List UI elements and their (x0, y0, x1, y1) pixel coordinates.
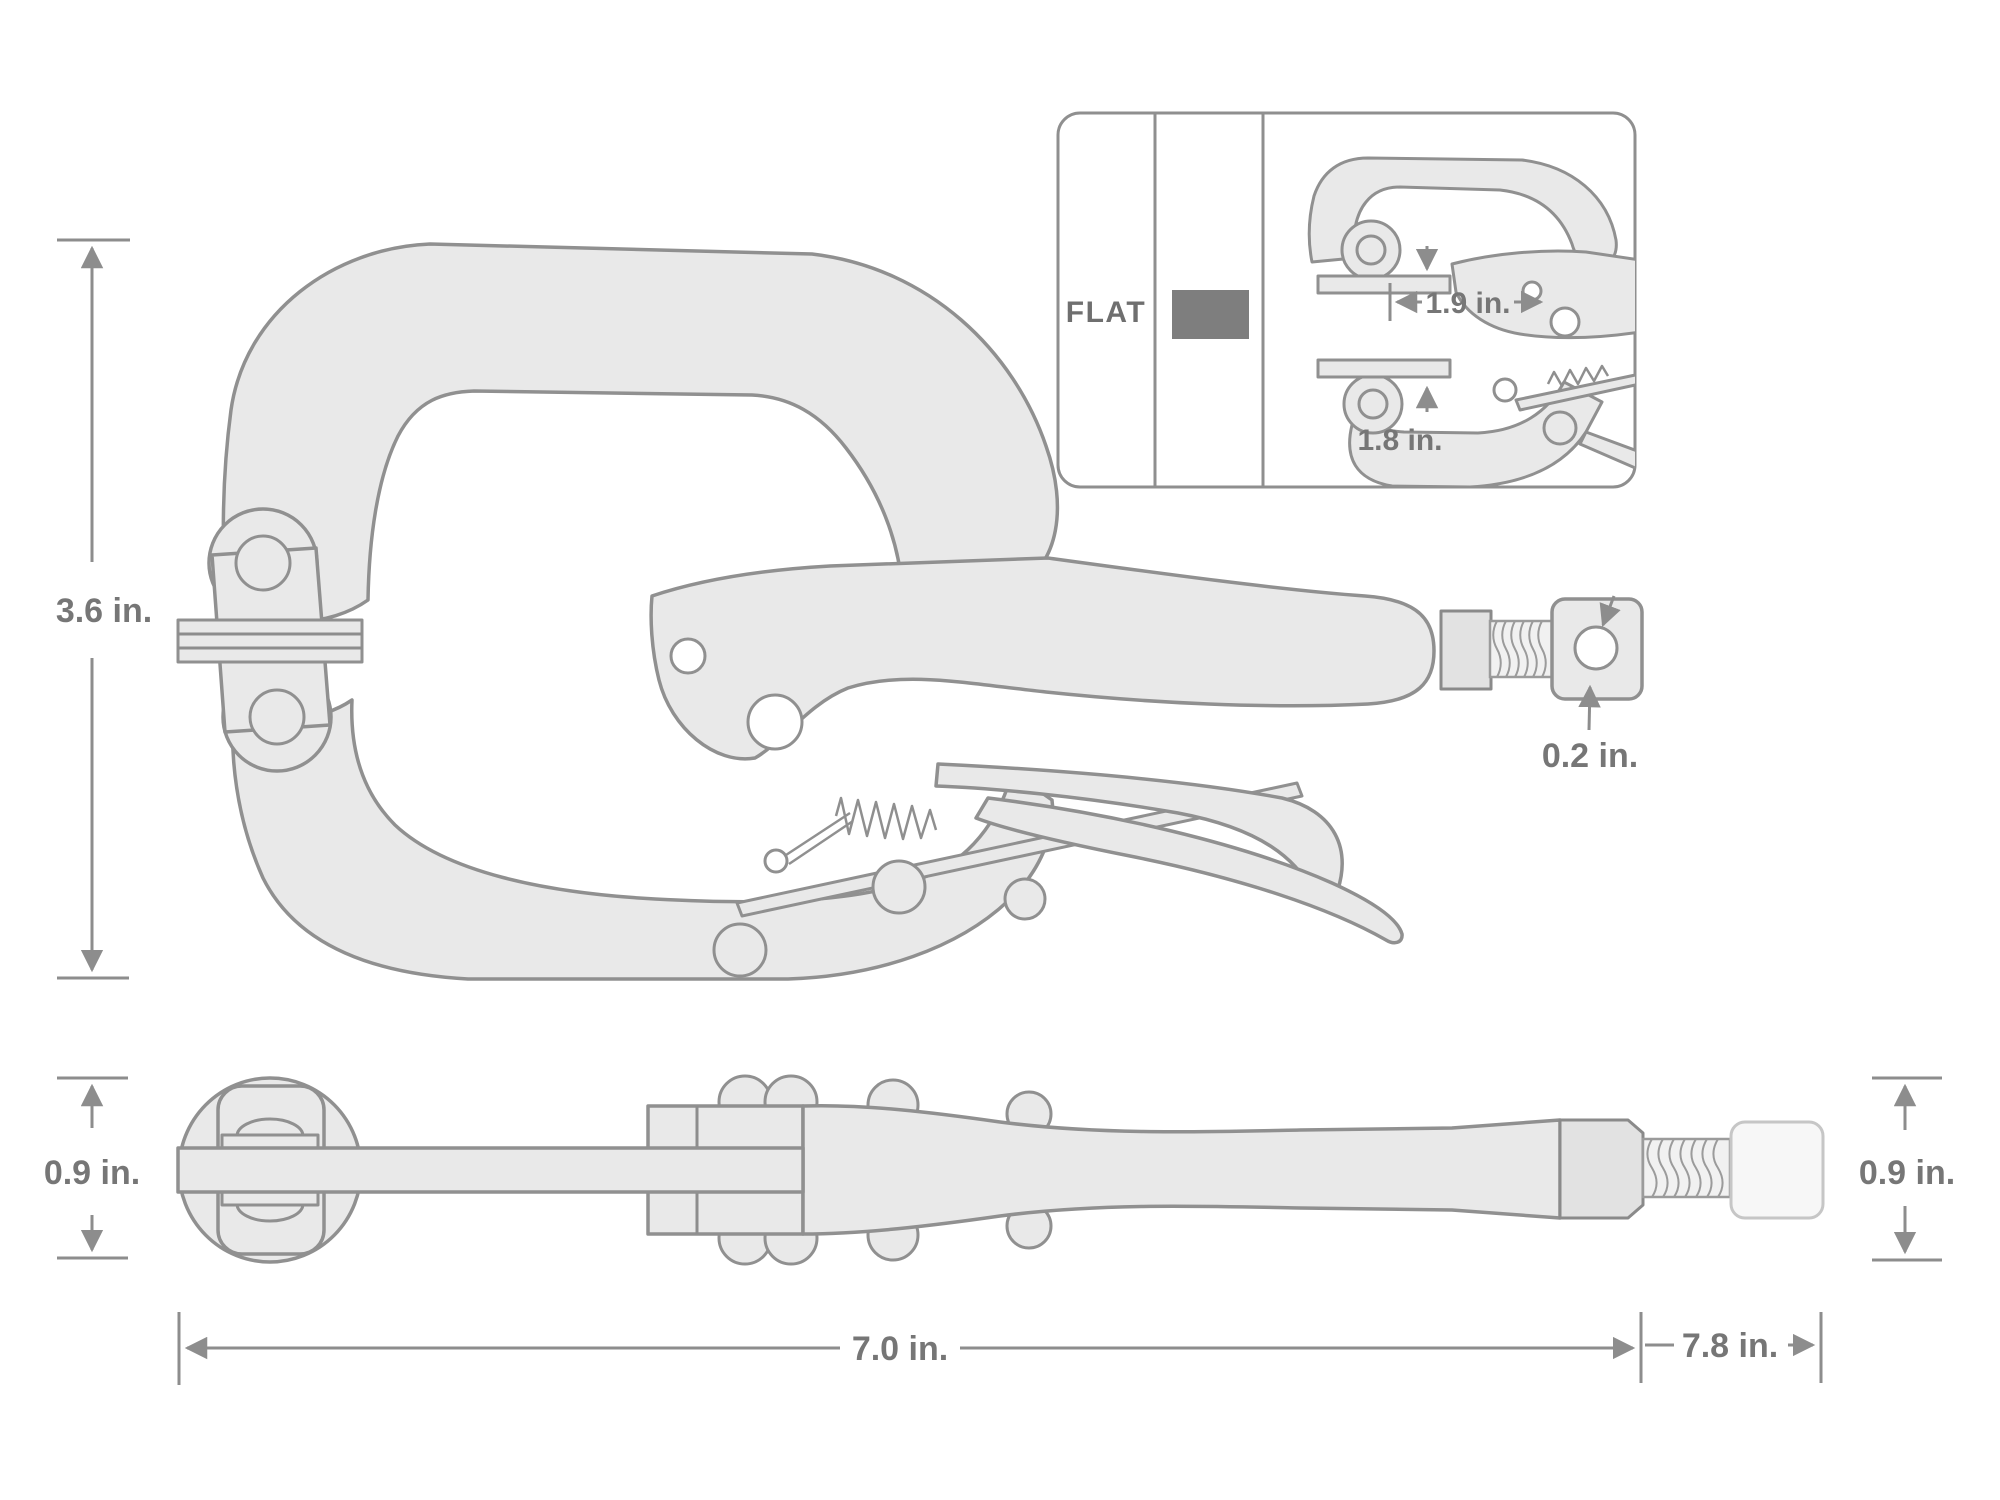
jaw-spec-inset: FLAT 1.8 in. (1056, 111, 1637, 489)
dim-jaw-opening-width: 1.9 in. (1388, 283, 1544, 321)
frame-height-label: 3.6 in. (56, 592, 152, 630)
swivel-pad-assembly (176, 507, 364, 773)
clevis-lower-pin (248, 688, 306, 746)
mini-upper-pin (1355, 234, 1387, 266)
knob-height-label: 0.9 in. (1859, 1154, 1955, 1192)
pad-height-label: 0.9 in. (44, 1154, 140, 1192)
top-down-view-drawing (176, 1074, 1825, 1266)
jaw-opening-height-label: 1.8 in. (1357, 424, 1442, 457)
mini-release-blade (1578, 430, 1635, 472)
upper-handle (649, 556, 1436, 761)
clevis-upper-pin (234, 534, 292, 592)
pad-seam-lines (178, 632, 362, 650)
pad-dome-upper (235, 1117, 305, 1138)
screw-collar (1439, 609, 1493, 691)
knob-top-view (1729, 1120, 1825, 1220)
linkage-rivet-left (871, 859, 927, 915)
mini-lower-pad (1316, 358, 1452, 379)
dim-jaw-length: 7.0 in. (177, 1312, 1643, 1385)
mini-spring (1546, 364, 1610, 388)
collar-top-view (1558, 1118, 1645, 1220)
inset-dividers (1153, 114, 1265, 486)
release-trigger-blade (974, 796, 1404, 945)
spring-pin (763, 848, 789, 874)
spring-coil (834, 796, 938, 841)
mini-c-frame (1307, 156, 1618, 268)
head-pivot-hole (746, 693, 804, 751)
knob-hole (1573, 625, 1619, 671)
inset-clamp-drawing (1307, 156, 1635, 487)
mini-head-small-hole (1521, 280, 1543, 302)
arm-rivet (712, 922, 768, 978)
handle-top-view (801, 1103, 1562, 1236)
dim-frame-height: 3.6 in. (56, 238, 152, 980)
threads-top-view (1641, 1137, 1732, 1199)
jaw-opening-width-label: 1.9 in. (1425, 287, 1510, 320)
jaw-length-label: 7.0 in. (852, 1330, 948, 1368)
lower-jaw-arm (230, 698, 1055, 981)
dim-jaw-opening-height: 1.8 in. (1357, 246, 1443, 457)
jaw-type-label: FLAT (1066, 296, 1146, 329)
screw-hole-label: 0.2 in. (1542, 737, 1638, 775)
screw-threads (1488, 619, 1554, 679)
pad-dome-lower (235, 1202, 305, 1223)
dim-screw-hole: 0.2 in. (1542, 595, 1638, 775)
linkage-rivet-right (1003, 877, 1047, 921)
mini-pivot (1542, 410, 1578, 446)
dim-handle-length: 7.8 in. (1645, 1312, 1823, 1383)
spring-pin-wire (785, 811, 854, 866)
handle-length-label: 7.8 in. (1682, 1327, 1778, 1365)
head-small-hole (669, 637, 707, 675)
mini-spring-pin (1492, 377, 1518, 403)
side-view-clamp-drawing (176, 242, 1644, 981)
mini-head (1450, 249, 1635, 340)
mini-upper-pad (1316, 274, 1452, 295)
flat-jaw-swatch (1172, 290, 1249, 339)
mini-lower-pin (1357, 388, 1389, 420)
dim-pad-height: 0.9 in. (44, 1076, 140, 1260)
dim-knob-height: 0.9 in. (1859, 1076, 1955, 1262)
pad-bar (176, 618, 364, 664)
mini-link (1514, 372, 1635, 412)
mini-head-pivot-hole (1549, 306, 1581, 338)
jaw-bar-top-view (176, 1146, 805, 1194)
